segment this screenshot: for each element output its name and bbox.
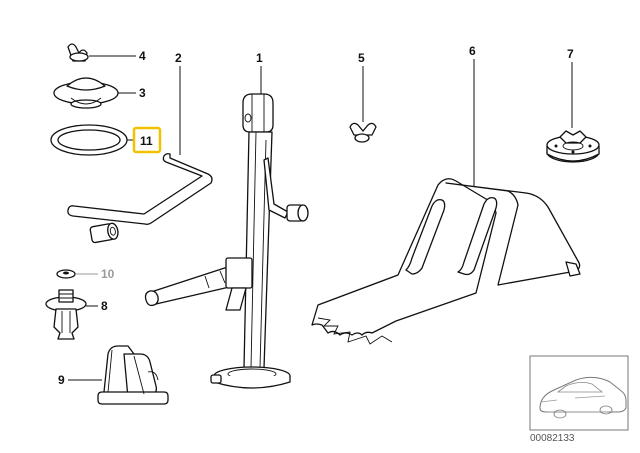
car-thumbnail-icon: [539, 376, 627, 419]
callout-8: 8: [101, 299, 108, 313]
jack-part-1: [144, 93, 309, 389]
callout-11[interactable]: 11: [140, 134, 153, 148]
callout-9: 9: [58, 373, 65, 387]
callout-2: 2: [175, 51, 182, 65]
plug-cap-part-7: [546, 130, 600, 163]
wing-nut-part-4: [67, 43, 89, 62]
callout-3: 3: [139, 86, 146, 100]
sealing-ring-part-11: [50, 124, 128, 156]
retainer-cap-part-3: [53, 77, 119, 109]
callout-11-highlight-box[interactable]: [132, 126, 162, 154]
callout-10: 10: [101, 267, 115, 281]
callout-6: 6: [469, 44, 476, 58]
wing-nut-part-5: [349, 122, 377, 143]
bracket-clip-part-9: [97, 345, 169, 405]
crank-handle-part-2: [67, 153, 213, 244]
jack-holder-tray-part-6: [311, 178, 581, 345]
washer-part-10: [56, 269, 76, 279]
callout-1: 1: [256, 51, 263, 65]
expansion-clip-part-8: [45, 289, 87, 340]
callout-7: 7: [567, 47, 574, 61]
vehicle-location-inset: [529, 355, 629, 431]
callout-4: 4: [139, 49, 146, 63]
diagram-number: 00082133: [530, 433, 575, 444]
callout-5: 5: [358, 51, 365, 65]
